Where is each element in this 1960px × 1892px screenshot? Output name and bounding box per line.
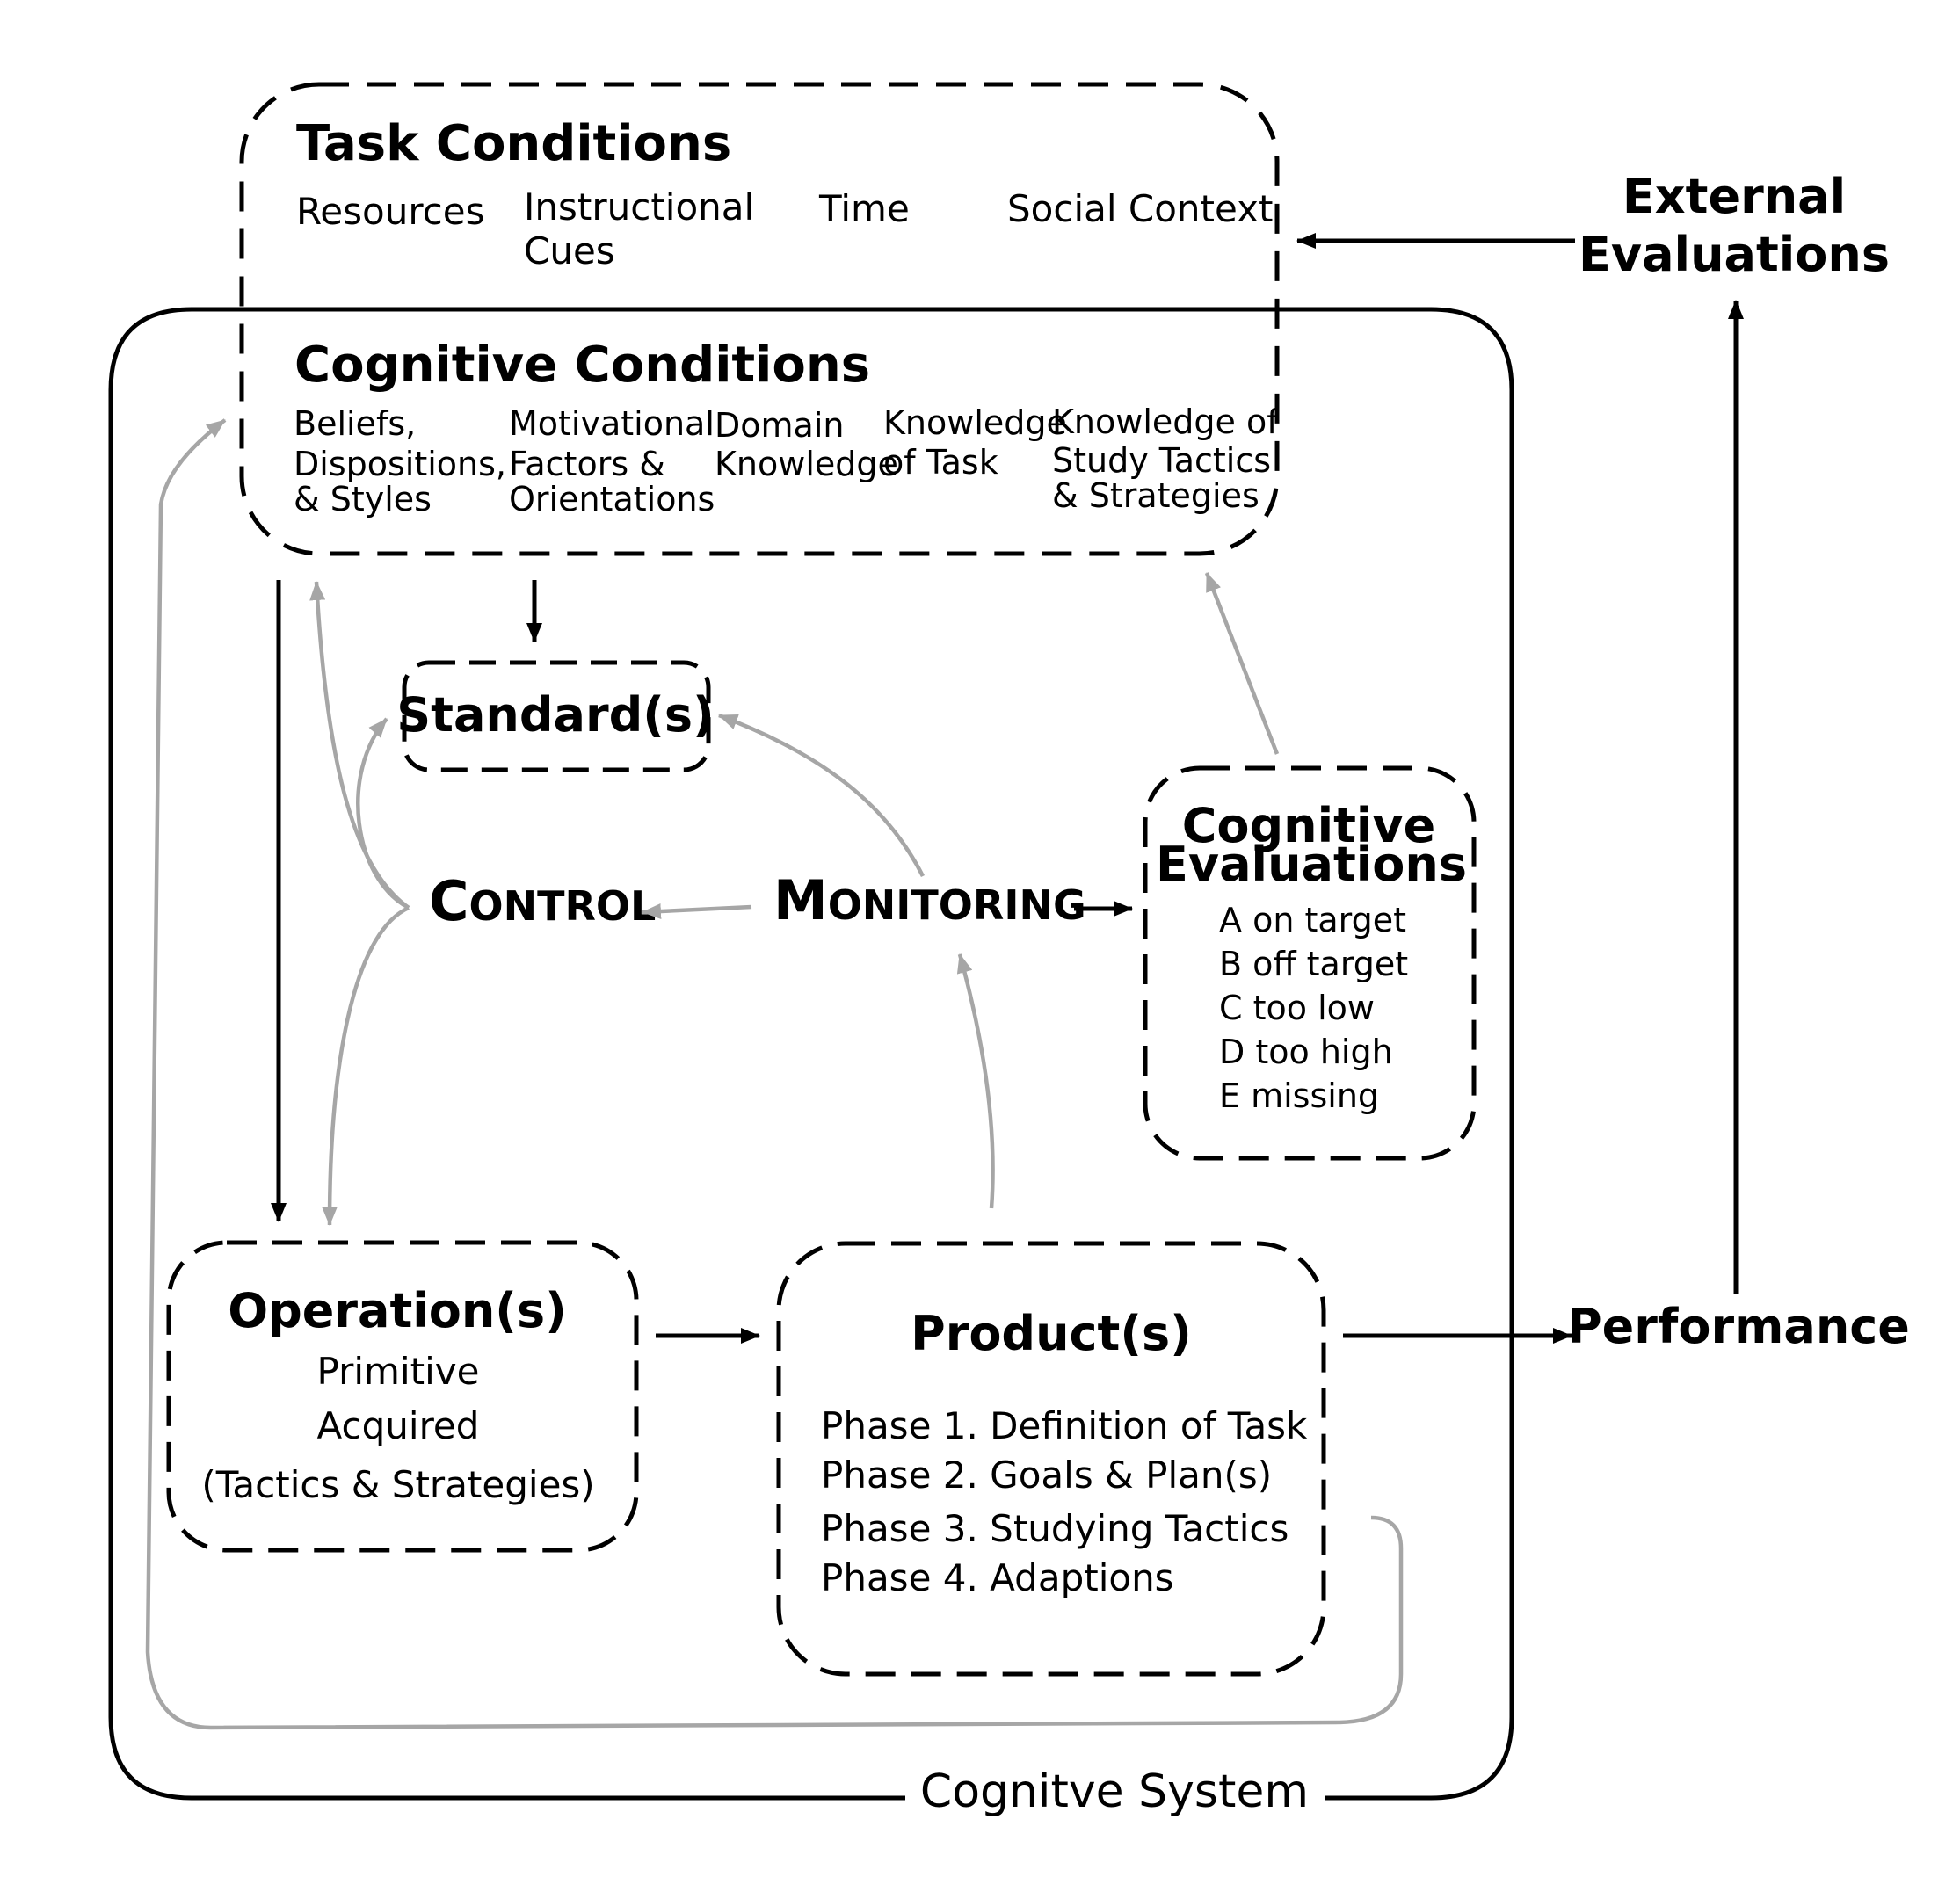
arrow-control-to-conditions <box>309 581 410 910</box>
control-initial: C <box>429 869 469 933</box>
arrow-evaluations-to-conditions <box>1204 572 1280 755</box>
task-conditions-box <box>239 82 1280 556</box>
product-phase-2: Phase 2. Goals & Plan(s) <box>821 1453 1272 1497</box>
standards-title: Standard(s) <box>396 687 714 743</box>
task-condition-social-context: Social Context <box>1007 187 1273 230</box>
monitoring-initial: M <box>773 868 828 932</box>
external-evaluations-line2: Evaluations <box>1579 227 1890 282</box>
cognitive-condition-motivational-2: Factors & <box>509 445 665 483</box>
task-conditions-title: Task Conditions <box>296 115 731 172</box>
control-label: CONTROL <box>429 869 656 933</box>
cognitive-evaluation-c: C too low <box>1219 989 1375 1027</box>
monitoring-rest: ONITORING <box>828 881 1086 929</box>
task-condition-instructional: Instructional <box>524 185 754 228</box>
cognitive-condition-motivational-1: Motivational <box>509 404 715 443</box>
cognitive-condition-beliefs-3: & Styles <box>294 480 432 518</box>
cognitive-condition-beliefs-2: Dispositions, <box>294 445 506 483</box>
arrow-monitoring-to-control <box>642 903 752 919</box>
arrow-control-to-standards <box>356 717 410 910</box>
cognitive-condition-beliefs-1: Beliefs, <box>294 404 416 443</box>
standards-box <box>402 660 711 772</box>
arrow-control-to-operations <box>322 905 410 1226</box>
cognitive-evaluation-e: E missing <box>1219 1076 1379 1115</box>
product-phase-1: Phase 1. Definition of Task <box>821 1404 1308 1447</box>
monitoring-label: MONITORING <box>773 868 1086 932</box>
arrow-product-to-monitoring <box>956 953 995 1209</box>
performance-label: Performance <box>1567 1299 1910 1354</box>
cognitive-condition-domain-2: Knowledge <box>715 445 898 483</box>
cognitive-conditions-title: Cognitive Conditions <box>294 337 870 394</box>
task-condition-time: Time <box>818 187 910 230</box>
cognitive-evaluations-line1: Cognitive <box>1182 798 1435 853</box>
cognitive-condition-domain-1: Domain <box>715 406 844 445</box>
cognitive-condition-motivational-3: Orientations <box>509 480 715 518</box>
product-phase-4: Phase 4. Adaptions <box>821 1556 1174 1599</box>
operation-tactics-strategies: (Tactics & Strategies) <box>201 1463 594 1506</box>
cognitive-system-box <box>108 307 1514 1801</box>
products-title: Product(s) <box>911 1306 1192 1361</box>
cognitive-evaluation-d: D too high <box>1219 1033 1393 1071</box>
product-phase-3: Phase 3. Studying Tactics <box>821 1507 1289 1550</box>
cognitive-condition-study-1: Knowledge of <box>1052 402 1280 441</box>
cognitive-evaluation-a: A on target <box>1219 901 1406 939</box>
cognitive-system-label: Cognitve System <box>920 1765 1309 1818</box>
cognitive-condition-task-1: Knowledge <box>883 403 1067 442</box>
task-condition-resources: Resources <box>296 190 485 233</box>
cognitive-evaluation-b: B off target <box>1219 945 1408 983</box>
operation-primitive: Primitive <box>317 1350 480 1393</box>
control-rest: ONTROL <box>469 882 657 930</box>
operations-title: Operation(s) <box>228 1283 567 1338</box>
operations-box <box>166 1240 639 1553</box>
operation-acquired: Acquired <box>317 1404 480 1447</box>
arrow-products-feedback-loop <box>145 418 1404 1730</box>
external-evaluations-line1: External <box>1622 169 1846 224</box>
cognitive-condition-study-3: & Strategies <box>1052 476 1259 515</box>
cognitive-condition-task-2: of Task <box>883 443 998 482</box>
gray-arrows <box>145 418 1404 1730</box>
black-arrows <box>271 233 1744 1344</box>
cognitive-evaluations-line2: Evaluations <box>1156 837 1467 892</box>
arrow-monitoring-to-standards <box>718 713 926 878</box>
products-box <box>776 1241 1326 1677</box>
cognitive-evaluations-box <box>1143 765 1477 1161</box>
task-condition-cues: Cues <box>524 229 615 272</box>
cognitive-condition-study-2: Study Tactics <box>1052 441 1271 480</box>
